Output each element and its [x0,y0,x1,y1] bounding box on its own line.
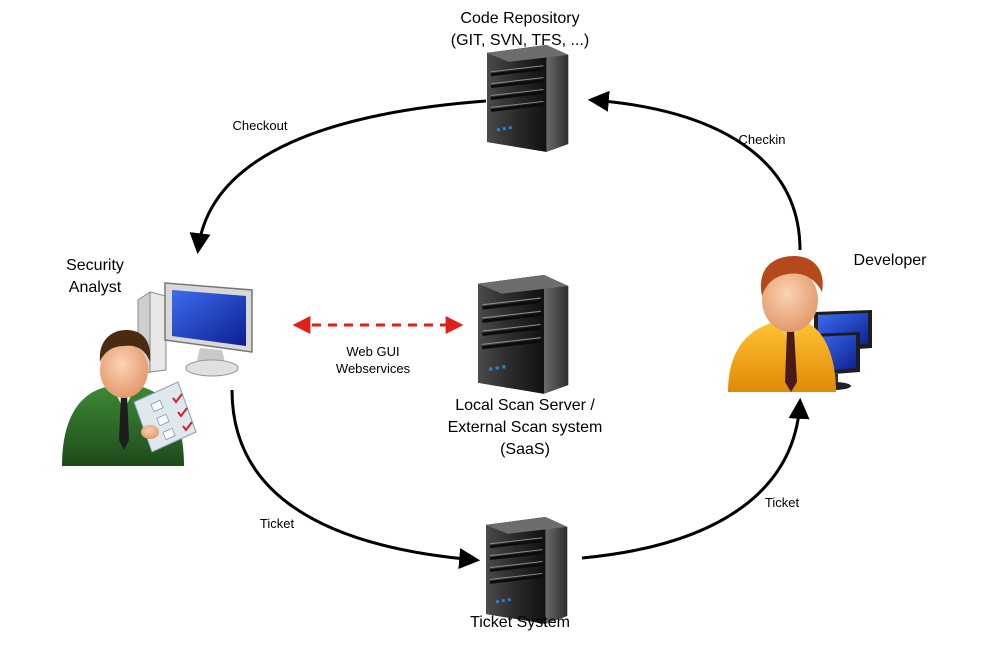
code-repository-server-icon [485,43,570,154]
developer-icon [728,256,872,392]
web-gui-line1: Web GUI [346,344,400,359]
web-gui-edge-label: Web GUI Webservices [318,343,428,377]
web-gui-line2: Webservices [335,361,411,376]
checkin-arrow [587,90,802,251]
ticket-system-server-icon [484,515,569,626]
scan-server-label: Local Scan Server / External Scan system… [420,395,630,461]
ticket-system-label: Ticket System [470,614,570,631]
checkout-arrow [189,99,487,255]
ticket-right-edge-label: Ticket [764,495,800,510]
code-repository-title: Code Repository [460,10,580,27]
scan-server-line3: (SaaS) [500,441,550,458]
scan-server-line1: Local Scan Server / [455,397,595,414]
ticket-left-edge-label: Ticket [259,516,295,531]
security-analyst-label: Security Analyst [40,255,150,299]
checkin-edge-label: Checkin [738,132,786,147]
ticket-right-arrow [581,397,810,560]
developer-label: Developer [853,252,927,269]
code-repository-subtitle: (GIT, SVN, TFS, ...) [450,32,590,49]
security-analyst-line2: Analyst [68,279,122,296]
checkout-edge-label: Checkout [232,118,288,133]
security-analyst-line1: Security [66,257,124,274]
code-repository-label: Code Repository (GIT, SVN, TFS, ...) [420,8,620,52]
ticket-left-arrow [230,389,481,570]
scan-server-line2: External Scan system [447,419,603,436]
scan-server-icon [476,273,570,396]
security-analyst-icon [62,282,253,466]
